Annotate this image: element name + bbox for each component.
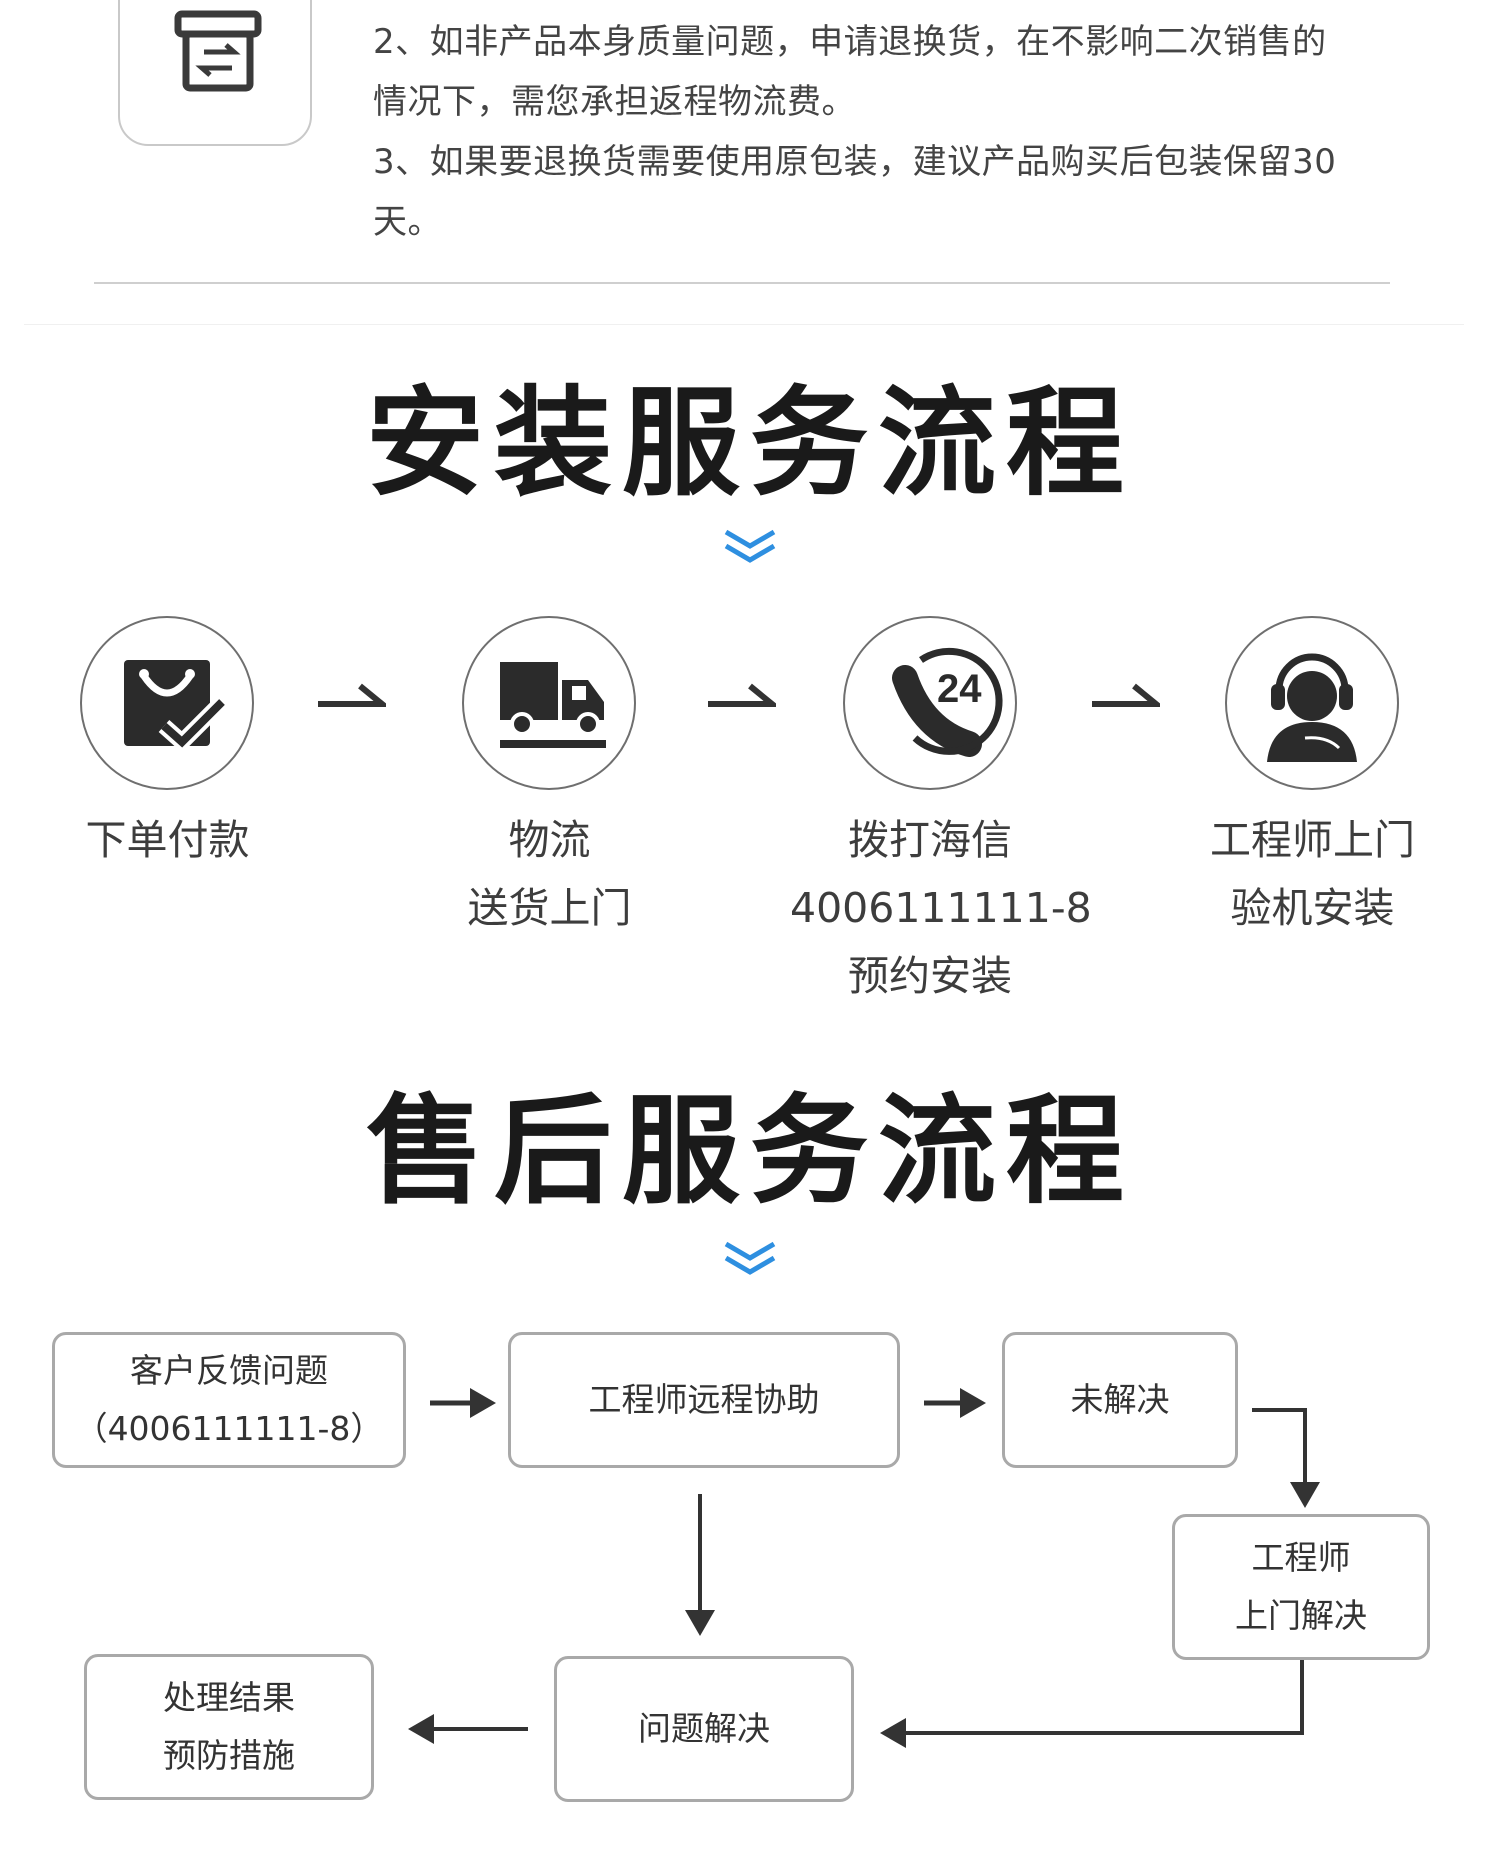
- policy-line-2b: 情况下，需您承担返程物流费。: [373, 82, 856, 122]
- phone-24-hour-icon: 24: [892, 647, 1003, 757]
- install-flow-title: 安装服务流程: [365, 374, 1134, 512]
- flow-box-remote-assist: 工程师远程协助: [508, 1332, 900, 1468]
- flow-box-solved: 问题解决: [554, 1656, 854, 1802]
- step-label-line: 预约安装: [848, 952, 1012, 1000]
- flow-box-feedback: 客户反馈问题 （4006111111-8）: [52, 1332, 406, 1468]
- flow-box-result: 处理结果 预防措施: [84, 1654, 374, 1800]
- flow-box-text: 未解决: [1070, 1380, 1170, 1419]
- return-policy-icon-card: [118, 0, 312, 146]
- aftersales-flow-title: 售后服务流程: [365, 1082, 1134, 1220]
- step-label-logistics: 物流 送货上门: [447, 806, 652, 942]
- chevron-down-icon: [724, 1241, 776, 1275]
- shopping-bag-check-icon: [124, 660, 228, 753]
- step-label-line: 送货上门: [467, 884, 632, 932]
- step-arrow-icon: [318, 683, 386, 707]
- arrow-unsolved-to-onsite: [1252, 1408, 1307, 1484]
- step-label-order-pay: 下单付款: [65, 806, 270, 874]
- divider-faint: [24, 324, 1464, 325]
- flow-box-text: 工程师: [1251, 1538, 1351, 1577]
- step-label-call: 拨打海信 4006111111-8 预约安装: [790, 806, 1092, 1010]
- flow-box-text: 客户反馈问题: [130, 1351, 328, 1390]
- step-label-line: 物流: [508, 816, 591, 864]
- step-label-line: 工程师上门: [1210, 816, 1415, 864]
- step-label-line: 拨打海信: [848, 816, 1012, 864]
- flow-box-onsite: 工程师 上门解决: [1172, 1514, 1430, 1660]
- step-label-line: 4006111111-8: [790, 884, 1092, 932]
- engineer-headset-icon: [1267, 653, 1357, 762]
- flow-box-text: （4006111111-8）: [74, 1409, 384, 1448]
- flow-box-unsolved: 未解决: [1002, 1332, 1238, 1468]
- step-order-pay-circle: [80, 616, 254, 790]
- svg-text:24: 24: [937, 667, 982, 711]
- policy-line-3a: 3、如果要退换货需要使用原包装，建议产品购买后包装保留30: [373, 142, 1337, 182]
- flow-connectors: [408, 1388, 1320, 1748]
- divider: [94, 282, 1390, 284]
- step-label-line: 验机安装: [1230, 884, 1395, 932]
- return-exchange-box-icon: [174, 10, 262, 92]
- flow-box-text: 问题解决: [638, 1709, 770, 1748]
- flow-box-text: 工程师远程协助: [588, 1380, 820, 1419]
- step-call-circle: 24: [843, 616, 1017, 790]
- policy-line-2a: 2、如非产品本身质量问题，申请退换货，在不影响二次销售的: [373, 22, 1327, 62]
- step-arrow-icon: [1092, 683, 1160, 707]
- step-engineer-circle: [1225, 616, 1399, 790]
- step-logistics-circle: [462, 616, 636, 790]
- policy-line-3b: 天。: [373, 202, 442, 242]
- flow-box-text: 上门解决: [1235, 1596, 1367, 1635]
- chevron-down-icon: [724, 529, 776, 563]
- step-label-engineer: 工程师上门 验机安装: [1190, 806, 1435, 942]
- delivery-truck-icon: [500, 662, 606, 748]
- flow-box-text: 处理结果: [163, 1678, 295, 1717]
- step-arrow-icon: [708, 683, 776, 707]
- step-label-line: 下单付款: [85, 816, 250, 864]
- flow-box-text: 预防措施: [163, 1736, 295, 1775]
- arrow-onsite-to-solved: [904, 1660, 1304, 1735]
